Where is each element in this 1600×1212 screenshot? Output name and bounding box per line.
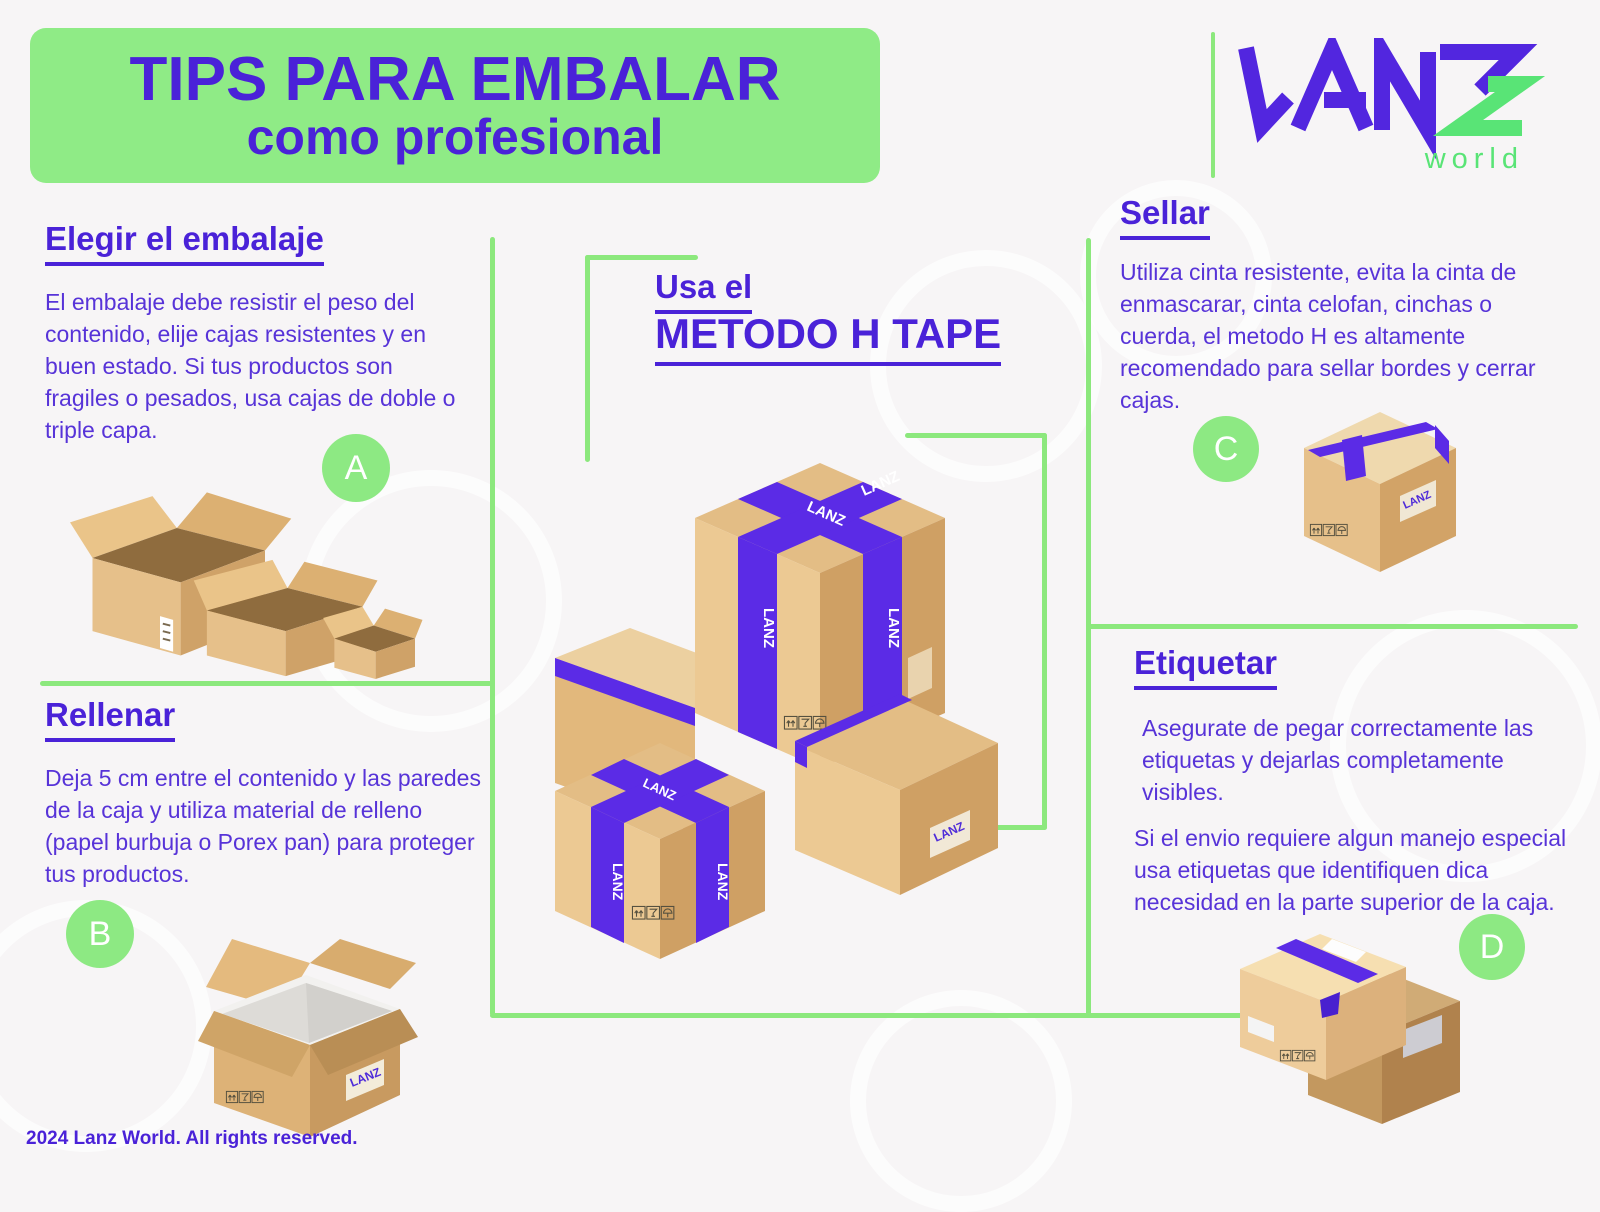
section-body-sellar: Utiliza cinta resistente, evita la cinta… <box>1120 259 1536 413</box>
tape-brand-label: LANZ <box>610 863 626 901</box>
logo-divider <box>1211 32 1215 178</box>
padded-open-box-illustration: LANZ <box>198 939 418 1137</box>
small-open-box <box>323 606 423 679</box>
watermark-ring <box>850 990 1072 1212</box>
metodo-heading-line1: Usa el <box>655 268 753 314</box>
tape-brand-label: LANZ <box>715 863 731 901</box>
bracket-right-vertical <box>1042 433 1047 830</box>
divider-etiquetar-horizontal <box>1086 624 1578 629</box>
section-heading-etiquetar: Etiquetar <box>1134 644 1278 690</box>
section-heading-sellar: Sellar <box>1120 194 1210 240</box>
top-labeled-box <box>1240 934 1406 1080</box>
footer-copyright: 2024 Lanz World. All rights reserved. <box>26 1128 358 1149</box>
sealed-box-illustration: LANZ <box>1304 412 1456 572</box>
section-body-rellenar: Deja 5 cm entre el contenido y las pared… <box>45 765 481 887</box>
divider-bottom-horizontal <box>490 1013 1273 1018</box>
divider-left-horizontal <box>40 681 492 686</box>
lanz-world-logo: world <box>1238 38 1546 175</box>
step-badge-c: C <box>1193 416 1259 482</box>
step-badge-b: B <box>66 900 134 968</box>
sealed-box-c: LANZ <box>1304 412 1456 572</box>
section-heading-elegir: Elegir el embalaje <box>45 220 324 266</box>
bracket-topleft-horizontal <box>585 255 698 260</box>
page-subtitle: como profesional <box>246 108 664 165</box>
bottom-left-taped-box: LANZ LANZ LANZ <box>555 743 765 959</box>
logo-world-label: world <box>1424 143 1524 175</box>
labeled-boxes-illustration <box>1240 934 1460 1124</box>
infographic-poster: { "header": { "title": "TIPS PARA EMBALA… <box>0 28 1600 1212</box>
metodo-heading-line2: METODO H TAPE <box>655 310 1002 366</box>
section-body-elegir: El embalaje debe resistir el peso del co… <box>45 289 456 443</box>
top-taped-box: LANZ LANZ LANZ LANZ <box>695 463 945 768</box>
lanz-logo-glyphs <box>1238 38 1546 160</box>
open-boxes-illustration: LANZ <box>70 492 423 679</box>
bracket-right-horizontal <box>905 433 1047 438</box>
section-body2-etiquetar: Si el envio requiere algun manejo especi… <box>1134 825 1567 915</box>
tape-brand-label: LANZ <box>885 608 902 648</box>
tape-brand-label: LANZ <box>760 608 777 648</box>
open-box-b: LANZ <box>198 939 418 1137</box>
header-banner: TIPS PARA EMBALAR como profesional <box>30 28 880 183</box>
page-title: TIPS PARA EMBALAR <box>129 44 781 114</box>
step-badge-d: D <box>1459 914 1525 980</box>
bracket-topleft-vertical <box>585 255 590 462</box>
right-taped-box: LANZ <box>795 694 998 895</box>
divider-left-vertical <box>490 237 495 1016</box>
section-heading-rellenar: Rellenar <box>45 696 176 742</box>
h-tape-boxes-illustration: LANZ LANZ LANZ LANZ LANZ LANZ LANZ LANZ <box>555 463 998 959</box>
section-body1-etiquetar: Asegurate de pegar correctamente las eti… <box>1142 715 1534 805</box>
bracket-right-foot <box>982 825 1047 830</box>
step-badge-a: A <box>322 434 390 502</box>
